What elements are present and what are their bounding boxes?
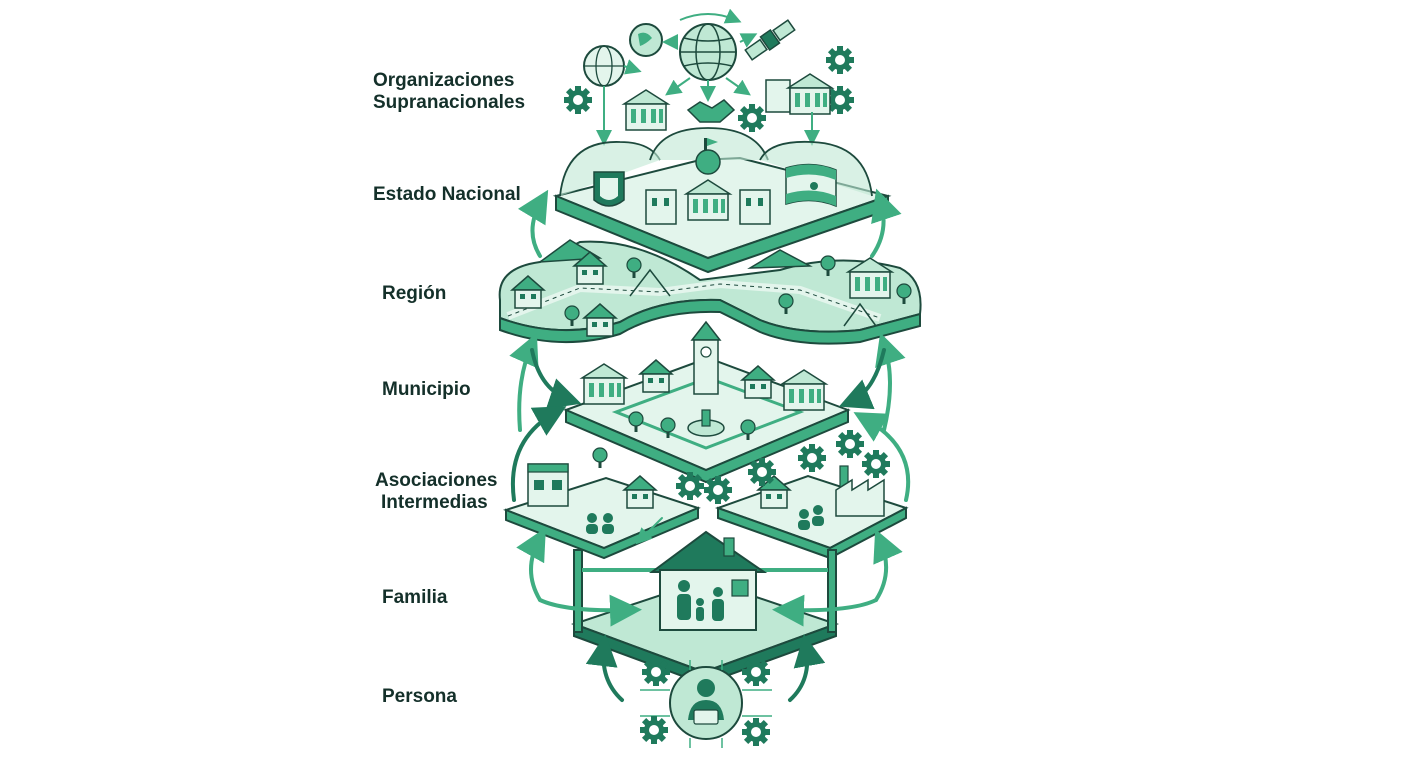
flow-arrows [509, 188, 911, 702]
building-icon [781, 369, 827, 411]
label-line: Asociaciones [375, 470, 498, 491]
label-supranacionales: Organizaciones Supranacionales [373, 70, 525, 114]
bridge-icon [629, 268, 877, 327]
family-people-icon [677, 580, 724, 621]
gear-icon [826, 46, 854, 74]
gear-icon [564, 86, 592, 114]
gear-icon [798, 444, 826, 472]
people-group-icon [586, 513, 614, 534]
building-icon [581, 363, 627, 405]
globe-icon [583, 45, 625, 87]
municipality-platform [563, 320, 851, 484]
laptop-icon [693, 709, 719, 725]
label-line: Organizaciones [373, 70, 515, 91]
gear-icon [704, 476, 732, 504]
label-line: Supranacionales [373, 92, 526, 113]
national-capitol-icon [645, 138, 771, 225]
support-pillars [573, 549, 837, 633]
level-labels: Organizaciones Supranacionales Estado Na… [0, 0, 560, 768]
label-asociaciones: Asociaciones Intermedias [375, 470, 498, 514]
associations-platform-right [715, 430, 909, 560]
gear-icon [642, 658, 670, 686]
globe-icon [629, 23, 663, 57]
label-region: Región [382, 283, 446, 305]
gear-icon [862, 450, 890, 478]
label-line: Región [382, 283, 447, 304]
coat-of-arms-icon [593, 171, 625, 207]
label-line: Familia [382, 587, 448, 608]
capitol-building-icon [765, 73, 833, 115]
flag-icon [785, 163, 837, 208]
store-icon [527, 463, 569, 507]
house-icon [639, 359, 673, 393]
region-platform [498, 239, 922, 345]
handshake-icon [686, 99, 736, 123]
gear-icon [742, 718, 770, 746]
label-estado-nacional: Estado Nacional [373, 184, 521, 206]
fountain-icon [687, 409, 725, 437]
gear-icon [742, 658, 770, 686]
people-group-icon [798, 505, 824, 530]
tree-icon [592, 447, 608, 469]
label-line: Persona [382, 686, 457, 707]
label-line: Municipio [382, 379, 471, 400]
gear-icon [748, 458, 776, 486]
family-house-icon [648, 530, 768, 631]
label-familia: Familia [382, 587, 447, 609]
label-line: Estado Nacional [373, 184, 521, 205]
associations-platform-left [503, 447, 701, 560]
clock-tower-icon [690, 320, 722, 395]
label-persona: Persona [382, 686, 457, 708]
satellite-icon [744, 19, 796, 61]
label-line: Intermedias [381, 492, 488, 513]
gear-icon [738, 104, 766, 132]
national-state-platform [552, 127, 892, 274]
school-icon [623, 475, 657, 509]
gear-icon [676, 472, 704, 500]
person-node [640, 658, 772, 748]
family-platform [570, 530, 840, 686]
gear-icon [836, 430, 864, 458]
supranational-cluster [564, 8, 854, 146]
network-arrows [596, 8, 820, 146]
factory-icon [835, 465, 885, 517]
gear-icon [640, 716, 668, 744]
label-municipio: Municipio [382, 379, 471, 401]
capitol-building-icon [623, 89, 669, 131]
house-icon [741, 365, 775, 399]
globe-icon [679, 23, 737, 81]
